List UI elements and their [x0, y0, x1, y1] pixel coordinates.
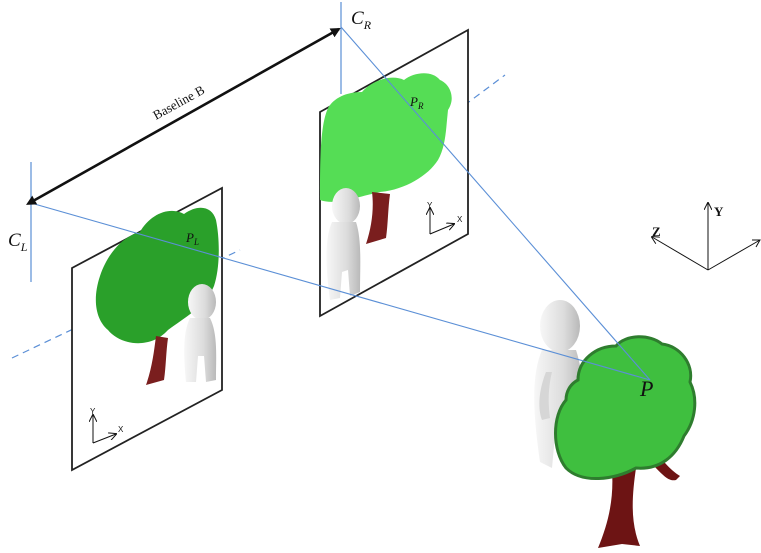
right-image-axis-x: X — [457, 215, 463, 224]
right-image-foliage — [320, 73, 452, 202]
left-image-plane: Y X — [71, 186, 223, 472]
world-tree — [554, 335, 697, 548]
left-image-figure — [184, 284, 217, 382]
left-image-axis-x: X — [118, 425, 124, 434]
left-image-foliage — [95, 207, 219, 344]
left-image-trunk — [146, 336, 168, 385]
baseline-arrow — [26, 27, 341, 205]
world-axis-y-label: Y — [714, 204, 724, 219]
camera-left-label: CL — [8, 230, 28, 254]
world-axes: Y Z — [652, 203, 761, 271]
world-point-label: P — [639, 376, 653, 401]
left-image-axis-y: Y — [90, 407, 96, 416]
right-image-trunk — [366, 192, 390, 244]
world-axis-z-label: Z — [652, 224, 661, 239]
right-image-plane: Y X — [319, 28, 469, 318]
right-image-axis-y: Y — [427, 201, 433, 210]
ray-right — [340, 26, 651, 381]
ray-left — [30, 202, 651, 381]
projection-right-label: PR — [409, 94, 424, 111]
baseline-label: Baseline B — [150, 82, 207, 123]
projection-left-label: PL — [185, 230, 199, 247]
camera-right-label: CR — [351, 8, 372, 32]
